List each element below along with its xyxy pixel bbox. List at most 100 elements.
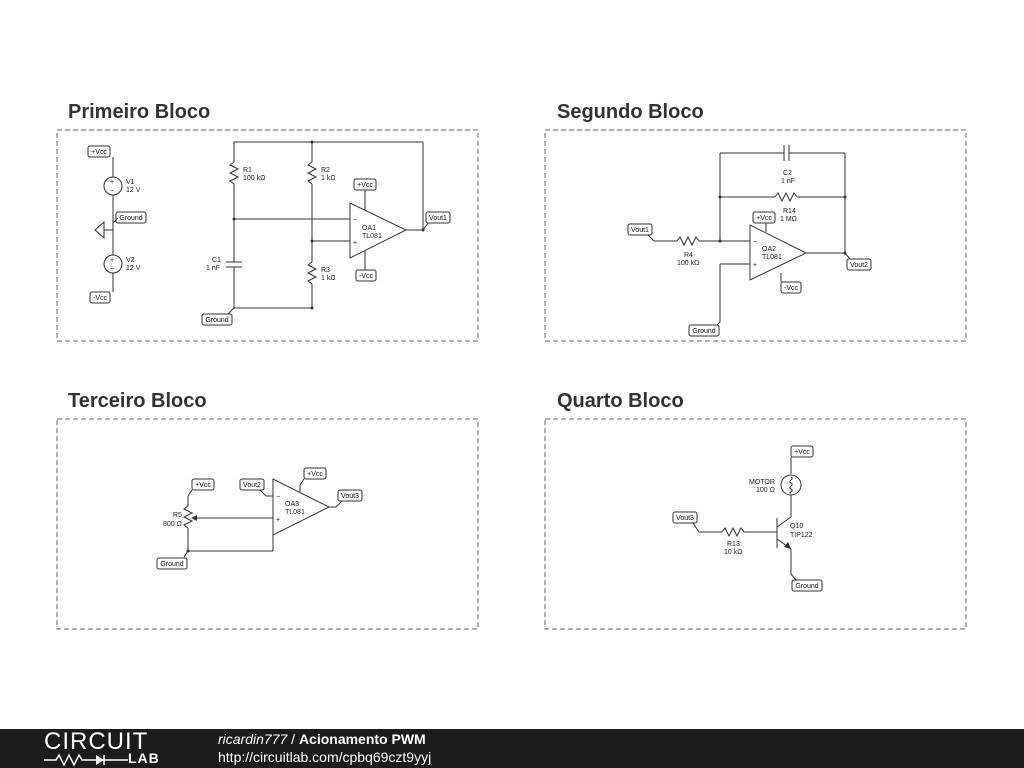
svg-text:Ground: Ground: [160, 561, 183, 568]
r2-name: R2: [321, 167, 330, 174]
schematic-canvas: .w { stroke: #333; stroke-width: 1; fill…: [56, 101, 967, 630]
block-4-frame: [544, 418, 967, 630]
r14-value: 1 MΩ: [780, 216, 797, 223]
resistor-r3[interactable]: [306, 261, 318, 285]
resistor-r14[interactable]: [774, 191, 798, 203]
resistor-r13[interactable]: [721, 526, 745, 538]
resistor-r2[interactable]: [306, 161, 318, 185]
svg-text:+: +: [110, 257, 114, 264]
block-1-title: Primeiro Bloco: [68, 101, 210, 123]
potentiometer-r5[interactable]: [182, 505, 194, 529]
v2-name: V2: [126, 257, 135, 264]
svg-text:+Vcc: +Vcc: [357, 182, 373, 189]
r14-name: R14: [783, 208, 796, 215]
project-url[interactable]: http://circuitlab.com/cpbq69czt9yyj: [218, 749, 432, 765]
resistor-r1[interactable]: [228, 161, 240, 185]
vcc-tag-oa1[interactable]: +Vcc: [353, 178, 377, 191]
block-3: Terceiro Bloco +Vcc R5 800 Ω Ground − + …: [56, 390, 479, 630]
motor-name: MOTOR: [749, 479, 775, 486]
svg-text:−: −: [110, 188, 114, 195]
svg-text:-Vcc: -Vcc: [93, 295, 108, 302]
vcc-tag[interactable]: +Vcc: [87, 145, 111, 158]
title-separator: /: [287, 731, 299, 747]
r13-name: R13: [727, 541, 740, 548]
svg-text:Vout1: Vout1: [429, 215, 447, 222]
c2-name: C2: [783, 170, 792, 177]
block-2-title: Segundo Bloco: [557, 101, 704, 123]
circuitlab-logo[interactable]: CIRCUIT LAB: [44, 729, 204, 768]
opamp-oa1[interactable]: [349, 202, 408, 259]
project-name[interactable]: Acionamento PWM: [298, 731, 426, 747]
r2-value: 1 kΩ: [321, 175, 336, 182]
logo-waveform-icon: [44, 753, 128, 767]
motor-value: 100 Ω: [756, 487, 775, 494]
q10-name: Q10: [790, 523, 803, 530]
footer-bar: CIRCUIT LAB ricardin777 / Acionamento PW…: [0, 729, 1024, 768]
svg-text:+: +: [110, 179, 114, 186]
r1-name: R1: [243, 167, 252, 174]
svg-text:+: +: [753, 262, 757, 269]
svg-text:Vout1: Vout1: [631, 227, 649, 234]
neg-vcc-tag[interactable]: -Vcc: [89, 291, 111, 304]
ground-symbol: [94, 220, 105, 240]
svg-text:+: +: [276, 517, 280, 524]
transistor-q10[interactable]: [776, 516, 792, 550]
voltage-source-v2[interactable]: + −: [103, 254, 123, 274]
vcc-tag-motor[interactable]: +Vcc: [790, 445, 814, 458]
svg-text:Ground: Ground: [795, 583, 818, 590]
svg-text:+Vcc: +Vcc: [91, 149, 107, 156]
ground-tag-b4[interactable]: Ground: [791, 579, 823, 592]
neg-vcc-tag-oa2[interactable]: -Vcc: [780, 281, 802, 294]
v1-name: V1: [126, 179, 135, 186]
neg-vcc-tag-oa1[interactable]: -Vcc: [355, 269, 377, 282]
vout2-tag[interactable]: Vout2: [846, 258, 872, 271]
vcc-tag-oa3[interactable]: +Vcc: [303, 467, 327, 480]
block-1: Primeiro Bloco +Vcc + − V1 12 V Grou: [56, 101, 479, 342]
vout3-input-tag[interactable]: Vout3: [672, 511, 698, 524]
c1-value: 1 nF: [206, 265, 220, 272]
r4-name: R4: [684, 252, 693, 259]
block-4-title: Quarto Bloco: [557, 390, 684, 412]
r3-value: 1 kΩ: [321, 275, 336, 282]
q10-model: TIP122: [790, 532, 813, 539]
svg-text:Vout2: Vout2: [850, 262, 868, 269]
logo-text-circuit: CIRCUIT: [44, 728, 149, 755]
opamp-oa3[interactable]: [272, 478, 331, 536]
resistor-r4[interactable]: [676, 235, 700, 247]
vout1-tag[interactable]: Vout1: [425, 211, 451, 224]
oscillator-circuit: R1 100 kΩ C1 1 nF Ground R2 1 kΩ: [201, 140, 451, 326]
svg-text:Vout3: Vout3: [341, 493, 359, 500]
svg-text:+: +: [353, 240, 357, 247]
opamp-oa2[interactable]: [749, 224, 808, 281]
vout2-input-tag[interactable]: Vout2: [239, 478, 265, 491]
c1-name: C1: [212, 257, 221, 264]
svg-text:−: −: [753, 239, 757, 246]
r5-value: 800 Ω: [163, 521, 182, 528]
motor[interactable]: [780, 474, 802, 496]
ground-tag-supply[interactable]: Ground: [115, 211, 147, 224]
block-2: Segundo Bloco C2 1 nF R14 1 MΩ Vout1 R4 …: [544, 101, 967, 342]
ground-tag-b2[interactable]: Ground: [688, 324, 720, 337]
vout3-tag[interactable]: Vout3: [337, 489, 363, 502]
block-3-title: Terceiro Bloco: [68, 390, 207, 412]
r5-name: R5: [173, 512, 182, 519]
vcc-tag-r5[interactable]: +Vcc: [191, 478, 215, 491]
voltage-source-v1[interactable]: + −: [103, 176, 123, 196]
svg-text:Ground: Ground: [205, 317, 228, 324]
project-user-link[interactable]: ricardin777: [218, 731, 288, 747]
svg-text:−: −: [353, 217, 357, 224]
supply-v1-v2: +Vcc + − V1 12 V Ground + −: [87, 145, 147, 304]
oa1-model: TL081: [362, 233, 382, 240]
vcc-tag-oa2[interactable]: +Vcc: [752, 211, 776, 224]
block-1-frame: [56, 129, 479, 342]
oa1-name: OA1: [362, 225, 376, 232]
r1-value: 100 kΩ: [243, 175, 265, 182]
oa2-model: TL081: [762, 254, 782, 261]
block-4: Quarto Bloco +Vcc MOTOR 100 Ω Q10 TIP122…: [544, 390, 967, 630]
ground-tag-osc[interactable]: Ground: [201, 313, 233, 326]
block-3-frame: [56, 418, 479, 630]
vout1-input-tag[interactable]: Vout1: [627, 223, 653, 236]
r3-name: R3: [321, 267, 330, 274]
block-2-frame: [544, 129, 967, 342]
ground-tag-b3[interactable]: Ground: [156, 557, 188, 570]
